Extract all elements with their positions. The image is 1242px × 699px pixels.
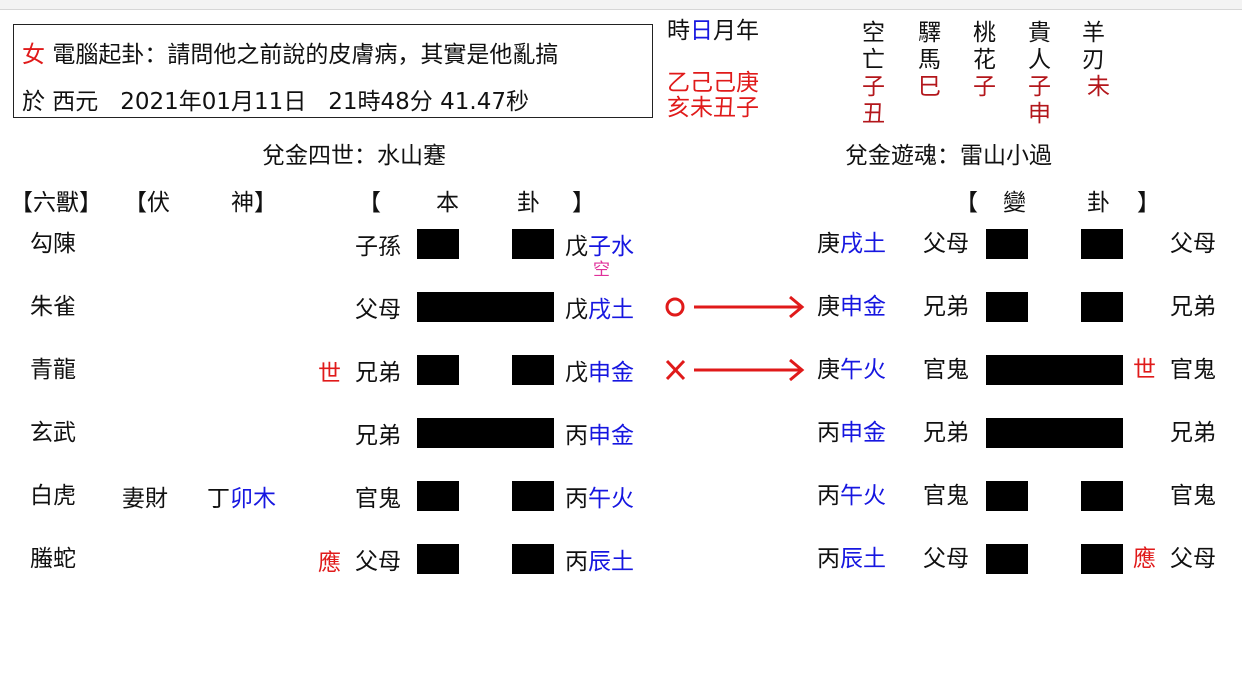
gender-label: 女 [22,42,45,68]
header-six-beasts: 【六獸】 [10,190,102,216]
pillar-stems: 乙己己庚 [667,70,759,96]
beast-1: 朱雀 [30,294,76,320]
c-yin-line-left-4 [986,481,1028,511]
beast-4: 白虎 [30,483,76,509]
c-yang-line-2 [986,355,1123,385]
pillar-labels: 時日月年 [667,20,759,43]
c-yin-line-right-1 [1081,292,1123,322]
c-yin-line-right-5 [1081,544,1123,574]
relation-2: 兄弟 [355,360,401,386]
moving-old-yang-arrow-icon [665,295,805,319]
pillar-label-hour: 時 [667,18,690,44]
c-yang-line-3 [986,418,1123,448]
beast-3: 玄武 [30,420,76,446]
c-najia-2: 庚午火 [817,357,886,383]
c-najia-5: 丙辰土 [817,546,886,572]
changed-hexagram-title: 兌金遊魂：雷山小過 [845,143,1052,169]
relation-4: 官鬼 [355,486,401,512]
chg-header-c1: 變 [1003,190,1026,216]
c-relation-1: 兄弟 [923,294,969,320]
pillar-branches: 亥未丑子 [667,95,759,121]
najia-4: 丙午火 [565,486,634,512]
c-relation-0: 父母 [923,231,969,257]
c-yin-line-left-1 [986,292,1028,322]
c-relation-right-1: 兄弟 [1170,294,1216,320]
c-najia-1: 庚申金 [817,294,886,320]
pillar-label-month: 月 [713,18,736,44]
chg-header-c2: 卦 [1087,190,1110,216]
najia-0: 戊子水 [565,234,634,260]
orig-header-c2: 卦 [517,190,540,216]
pillar-label-day: 日 [690,18,713,44]
relation-3: 兄弟 [355,423,401,449]
hidden-relation-4: 妻財 [122,486,168,512]
shensha-traveling-horse: 驛 馬 巳 [918,20,941,100]
moving-old-yin-arrow-icon [665,358,805,382]
header-hidden-close: 神】 [231,190,277,216]
c-najia-3: 丙申金 [817,420,886,446]
yin-line-left-0 [417,229,459,259]
yin-line-right-0 [512,229,554,259]
c-najia-0: 庚戌土 [817,231,886,257]
c-relation-right-4: 官鬼 [1170,483,1216,509]
relation-1: 父母 [355,297,401,323]
hidden-najia-4: 丁卯木 [207,486,276,512]
c-shi-marker-2: 世 [1133,357,1156,383]
c-yin-line-left-5 [986,544,1028,574]
najia-3: 丙申金 [565,423,634,449]
shensha-void: 空 亡 子 丑 [862,20,885,127]
shensha-sheep-blade: 羊 刃 未 [1082,20,1110,100]
c-relation-5: 父母 [923,546,969,572]
yin-line-right-5 [512,544,554,574]
orig-header-c1: 本 [436,190,459,216]
orig-header-close: 】 [572,190,595,216]
c-relation-right-5: 父母 [1170,546,1216,572]
beast-2: 青龍 [30,357,76,383]
c-ying-marker-5: 應 [1133,546,1156,572]
c-yin-line-right-4 [1081,481,1123,511]
c-relation-right-2: 官鬼 [1170,357,1216,383]
chg-header-close: 】 [1137,190,1160,216]
date-prefix: 於 西元 [22,89,99,115]
c-relation-4: 官鬼 [923,483,969,509]
void-mark-0: 空 [593,260,610,280]
yang-line-1 [417,292,554,322]
najia-1: 戊戌土 [565,297,634,323]
yang-line-3 [417,418,554,448]
c-relation-3: 兄弟 [923,420,969,446]
c-yin-line-left-0 [986,229,1028,259]
original-hexagram-title: 兌金四世：水山蹇 [262,143,446,169]
relation-5: 父母 [355,549,401,575]
c-yin-line-right-0 [1081,229,1123,259]
relation-0: 子孫 [355,234,401,260]
c-relation-right-0: 父母 [1170,231,1216,257]
pillar-label-year: 年 [736,18,759,44]
question-info-box: 女 電腦起卦：請問他之前說的皮膚病，其實是他亂搞 於 西元 2021年01月11… [13,24,653,118]
yin-line-right-4 [512,481,554,511]
najia-5: 丙辰土 [565,549,634,575]
date-value: 2021年01月11日 [120,89,307,115]
time-value: 21時48分 41.47秒 [328,89,529,115]
beast-5: 螣蛇 [30,546,76,572]
beast-0: 勾陳 [30,231,76,257]
datetime-line: 於 西元 2021年01月11日 21時48分 41.47秒 [22,82,529,116]
shi-marker-2: 世 [318,361,341,387]
c-najia-4: 丙午火 [817,483,886,509]
question-line: 女 電腦起卦：請問他之前說的皮膚病，其實是他亂搞 [22,35,558,69]
header-hidden-open: 【伏 [124,190,170,216]
chg-header-open: 【 [955,190,978,216]
top-toolbar-strip [0,0,1242,10]
shensha-peach-blossom: 桃 花 子 [973,20,996,100]
yin-line-left-5 [417,544,459,574]
question-text: 電腦起卦：請問他之前說的皮膚病，其實是他亂搞 [52,42,559,68]
ying-marker-5: 應 [318,550,341,576]
c-relation-right-3: 兄弟 [1170,420,1216,446]
shensha-noble: 貴 人 子 申 [1028,20,1051,127]
c-relation-2: 官鬼 [923,357,969,383]
yin-line-left-2 [417,355,459,385]
yin-line-left-4 [417,481,459,511]
yin-line-right-2 [512,355,554,385]
najia-2: 戊申金 [565,360,634,386]
orig-header-open: 【 [358,190,381,216]
